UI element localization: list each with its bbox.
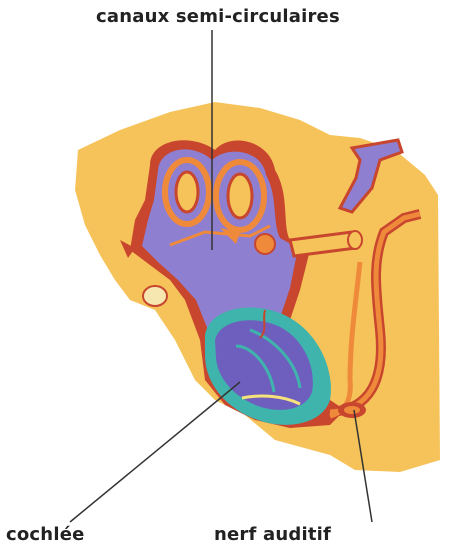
label-auditory-nerve: nerf auditif: [214, 524, 331, 545]
canal-lumen-posterior: [228, 174, 252, 218]
label-cochlea: cochlée: [6, 524, 85, 545]
vestibule-ampulla: [255, 234, 275, 254]
leader-line-cochlea: [70, 382, 240, 522]
horizontal-duct-end: [348, 231, 362, 249]
oval-window: [143, 286, 167, 306]
canal-lumen-anterior: [176, 172, 198, 212]
label-semicircular-canals: canaux semi-circulaires: [96, 6, 340, 27]
nerve-ganglion-core: [344, 406, 360, 414]
